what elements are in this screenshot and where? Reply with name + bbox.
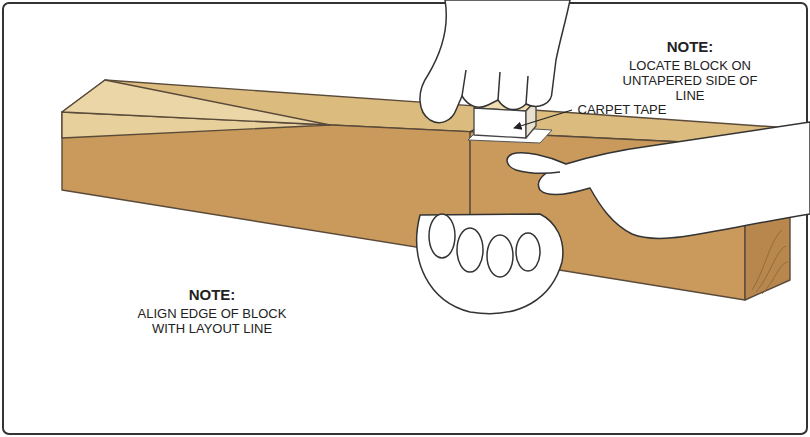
note-heading: NOTE: (610, 38, 770, 55)
note-heading: NOTE: (132, 286, 292, 303)
hands (417, 0, 810, 314)
leader-line (514, 110, 572, 128)
end-grain (752, 230, 788, 294)
callout-label: ALIGN EDGE OF BLOCK WITH LAYOUT LINE (122, 306, 302, 336)
callout-label: LOCATE BLOCK ON UNTAPERED SIDE OF LINE (615, 58, 765, 103)
callout-label: CARPET TAPE (572, 102, 672, 117)
